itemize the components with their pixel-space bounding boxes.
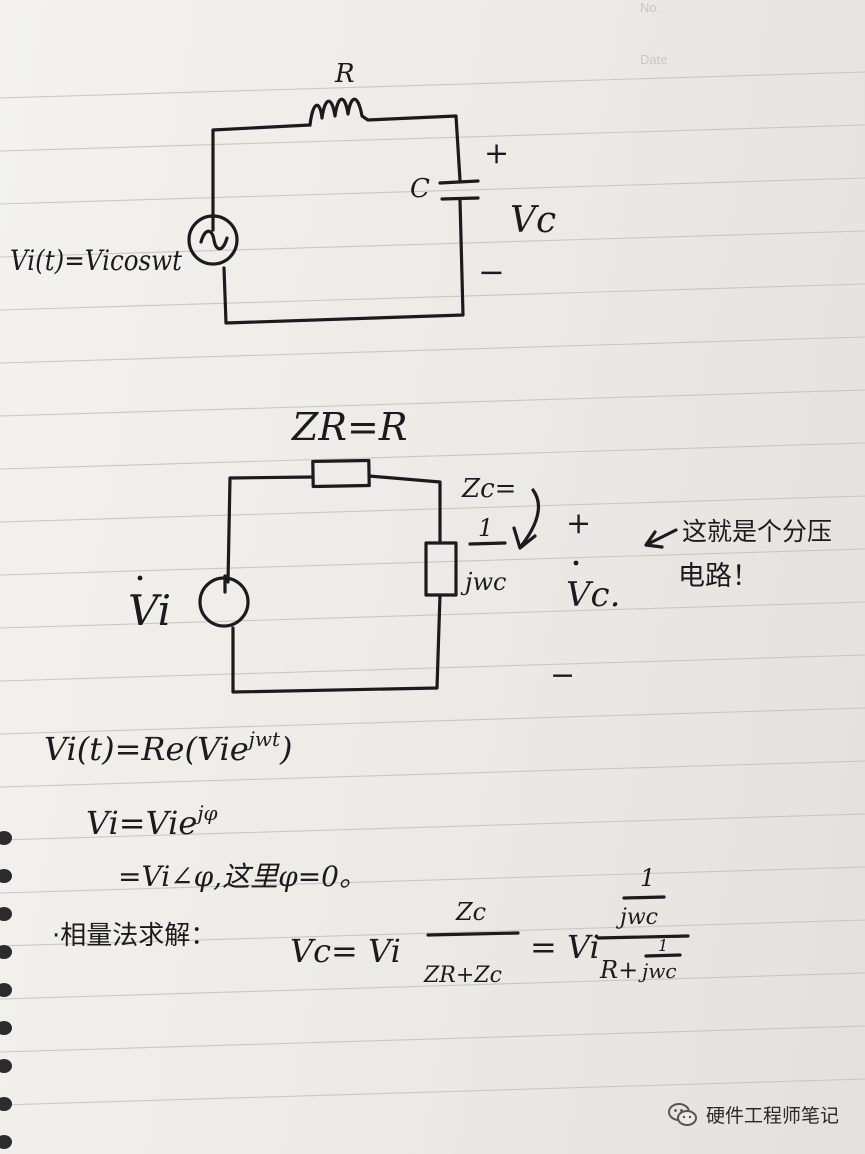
fraction-2-inner-denominator: jwc <box>638 959 677 983</box>
capacitor-box <box>424 541 458 597</box>
watermark: 硬件工程师笔记 <box>667 1101 839 1128</box>
equation-lhs: Vc= Vi <box>290 932 401 970</box>
note-arrow <box>644 528 678 549</box>
ac-source-symbol <box>187 214 239 266</box>
source-phasor-label: Vi <box>128 586 171 635</box>
note-line-1: 这就是个分压 <box>682 517 832 546</box>
equations: Vi(t)=Re(Viejwt) Vi=Viejφ =Vi∠φ,这里φ=0。 ·… <box>44 727 690 988</box>
fraction-2-inner-numerator: 1 <box>658 936 668 955</box>
equation-2: Vi=Viejφ <box>86 801 218 842</box>
equation-mid: = Vi <box>530 928 600 966</box>
equation-1: Vi(t)=Re(Viejwt) <box>44 727 293 768</box>
note-line-2: 电路！ <box>678 561 759 592</box>
fraction-1-denominator: ZR+Zc <box>423 963 502 988</box>
output-voltage-label: Vc <box>510 200 556 241</box>
resistor-label: R <box>334 59 355 89</box>
rc-circuit-2: ZR=R Zc= 1 jwc + Vc. − Vi 这就是个分压 电路！ <box>128 405 832 694</box>
method-label: ·相量法求解： <box>52 921 216 951</box>
capacitor-plate-top <box>438 179 480 185</box>
fraction-1-numerator: Zc <box>455 898 486 926</box>
zr-label: ZR=R <box>291 405 407 449</box>
plus-sign-2: + <box>566 506 591 541</box>
zc-numerator: 1 <box>478 514 493 542</box>
fraction-2-bar <box>596 934 690 940</box>
fraction-2-top-denominator: jwc <box>615 905 658 930</box>
arrow-curve <box>520 488 540 547</box>
equation-3: =Vi∠φ,这里φ=0。 <box>118 860 367 893</box>
plus-sign: + <box>484 136 509 171</box>
rc-circuit-1: R C + − Vc Vi(t)=Vicoswt <box>10 59 556 325</box>
resistor-symbol <box>308 97 462 182</box>
watermark-text: 硬件工程师笔记 <box>705 1105 839 1127</box>
fraction-2-denominator-r: R+ <box>599 956 638 984</box>
fraction-2-top-numerator: 1 <box>640 864 655 892</box>
minus-sign-2: − <box>550 658 575 693</box>
header-no-label: No. <box>640 0 661 15</box>
header-date-label: Date <box>640 52 668 67</box>
ruled-lines <box>0 71 865 1106</box>
zc-label: Zc= <box>461 474 516 504</box>
wechat-icon <box>667 1102 697 1126</box>
capacitor-label: C <box>410 174 430 204</box>
fraction-1-bar <box>426 931 520 937</box>
resistor-box <box>311 458 371 489</box>
zc-denominator: jwc <box>460 568 506 596</box>
output-voltage-label-2: Vc. <box>566 575 620 615</box>
source-equation: Vi(t)=Vicoswt <box>10 244 183 277</box>
binding-holes <box>0 831 12 1149</box>
minus-sign: − <box>478 253 505 291</box>
